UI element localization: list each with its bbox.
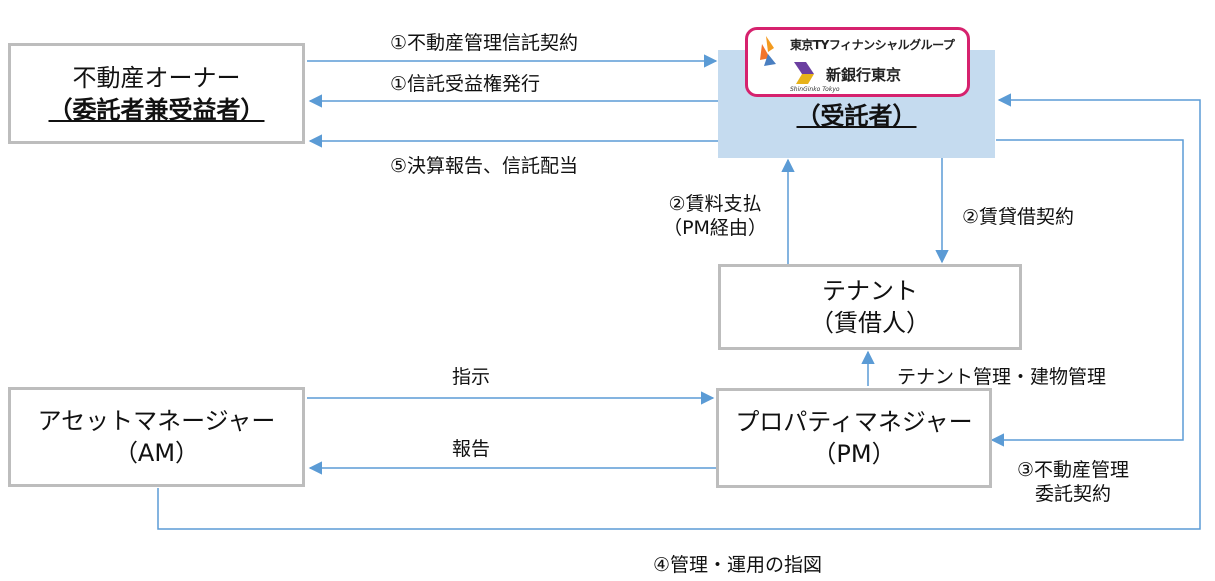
asset-manager-abbr: （AM） (113, 439, 200, 467)
asset-manager-label: アセットマネージャー (37, 407, 276, 435)
label-beneficiary-rights: ①信託受益権発行 (390, 73, 541, 95)
label-lease-contract: ②賃貸借契約 (962, 206, 1075, 228)
bank-name-small: ShinGinko Tokyo (790, 86, 840, 93)
property-manager-label: プロパティマネジャー (735, 408, 973, 436)
label-settlement: ⑤決算報告、信託配当 (390, 155, 579, 177)
label-trust-contract: ①不動産管理信託契約 (390, 32, 579, 54)
arrow-direction (157, 93, 1201, 530)
tenant-role: （賃借人） (810, 309, 930, 337)
owner-role: （委託者兼受益者） (48, 95, 265, 124)
bank-name: 新銀行東京 (826, 66, 902, 84)
label-mgmt-contract-line2: 委託契約 (1034, 483, 1111, 505)
label-direction: ④管理・運用の指図 (653, 554, 823, 576)
tenant-label: テナント (822, 277, 918, 305)
tenant-box: テナント （賃借人） (718, 264, 1022, 350)
label-report: 報告 (452, 438, 491, 460)
trustee-title: （受託者） (796, 102, 917, 130)
label-instruction: 指示 (452, 366, 491, 388)
group-logo-icon (760, 36, 776, 66)
property-manager-abbr: （PM） (812, 440, 896, 468)
label-rent-payment: ②賃料支払 （PM経由） (650, 192, 780, 240)
owner-label: 不動産オーナー (72, 63, 241, 92)
owner-box: 不動産オーナー （委託者兼受益者） (8, 43, 305, 144)
asset-manager-box: アセットマネージャー （AM） (8, 387, 305, 487)
property-manager-box: プロパティマネジャー （PM） (716, 388, 992, 488)
bank-logo-icon (794, 62, 814, 84)
label-rent-payment-line2: （PM経由） (663, 217, 767, 239)
label-rent-payment-line1: ②賃料支払 (668, 193, 762, 215)
label-pm-management: テナント管理・建物管理 (897, 366, 1107, 388)
arrow-mgmt-contract (990, 139, 1184, 447)
bank-logo: 東京TYフィナンシャルグループ 新銀行東京 ShinGinko Tokyo (745, 27, 970, 97)
label-mgmt-contract: ③不動産管理 委託契約 (998, 458, 1148, 506)
group-name: 東京TYフィナンシャルグループ (790, 38, 955, 52)
label-mgmt-contract-line1: ③不動産管理 (1016, 459, 1130, 481)
